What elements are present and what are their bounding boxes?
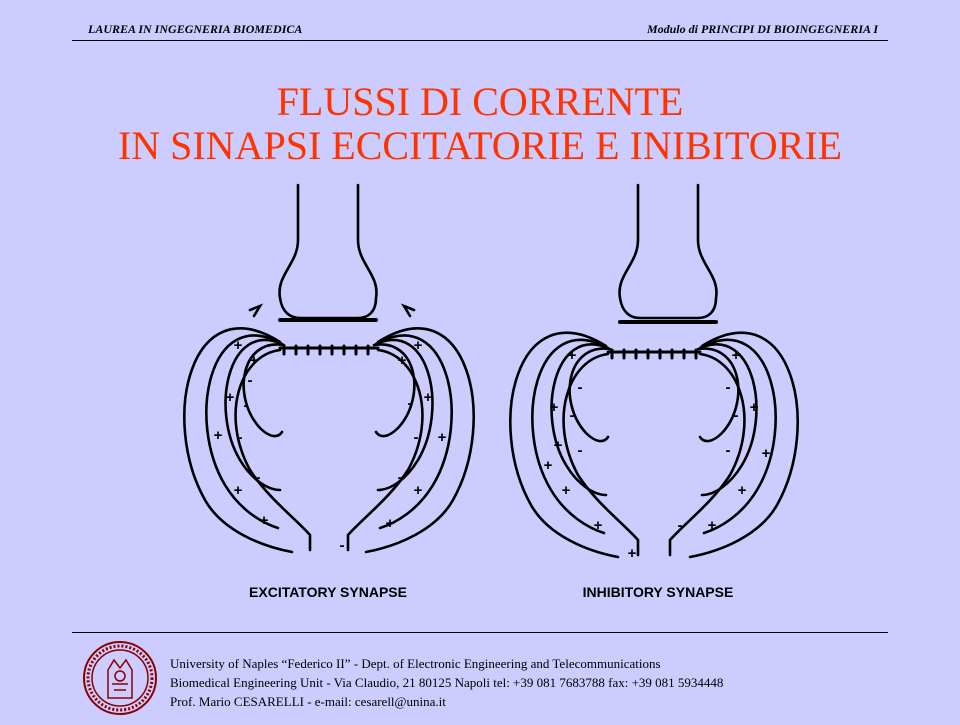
header-course-label: LAUREA IN INGEGNERIA BIOMEDICA: [88, 22, 303, 36]
inhibitory-field-line: [531, 338, 608, 535]
minus-sign: -: [256, 469, 261, 486]
excitatory-field-line: [183, 327, 294, 554]
plus-sign: +: [214, 427, 223, 444]
minus-sign: -: [726, 379, 731, 396]
excitatory-field-line: [242, 343, 286, 438]
inhibitory-field-line: [700, 338, 777, 535]
plus-sign: +: [234, 337, 243, 354]
university-seal: [80, 640, 160, 720]
plus-sign: +: [762, 445, 771, 462]
minus-sign: -: [414, 429, 419, 446]
plus-sign: +: [708, 517, 717, 534]
inhibitory-synapse-diagram: [509, 183, 799, 559]
inhibitory-postsynaptic-membrane: [606, 348, 702, 360]
inhibitory-field-line: [698, 343, 758, 497]
excitatory-postsynaptic-membrane-right: [346, 348, 424, 552]
excitatory-presynaptic-terminal: [278, 183, 378, 320]
excitatory-field-line: [205, 334, 282, 530]
excitatory-flow-arrow: [400, 303, 416, 318]
plus-sign: +: [594, 517, 603, 534]
excitatory-flow-arrow: [248, 303, 264, 318]
header-module-label: Modulo di PRINCIPI DI BIOINGEGNERIA I: [646, 22, 878, 36]
minus-sign: -: [570, 407, 575, 424]
plus-sign: +: [250, 352, 259, 369]
excitatory-postsynaptic-membrane: [278, 344, 380, 356]
plus-sign: +: [438, 429, 447, 446]
plus-sign: +: [414, 482, 423, 499]
inhibitory-field-line: [509, 331, 620, 559]
plus-sign: +: [550, 399, 559, 416]
excitatory-field-line: [364, 327, 475, 554]
plus-sign: +: [732, 347, 741, 364]
minus-sign: -: [726, 442, 731, 459]
excitatory-field-line: [372, 343, 416, 438]
minus-sign: -: [408, 395, 413, 412]
plus-sign: +: [628, 545, 637, 562]
synapse-current-figure: + + + + + + + + + + + + - - - - - - - - …: [160, 180, 820, 610]
minus-sign: -: [734, 407, 739, 424]
plus-sign: +: [386, 515, 395, 532]
plus-sign: +: [234, 482, 243, 499]
plus-sign: +: [226, 389, 235, 406]
footer-professor-line: Prof. Mario CESARELLI - e-mail: cesarell…: [170, 694, 446, 709]
excitatory-field-line: [374, 338, 434, 492]
slide-header: LAUREA IN INGEGNERIA BIOMEDICA Modulo di…: [72, 14, 888, 41]
inhibitory-field-line: [568, 347, 612, 443]
inhibitory-presynaptic-terminal: [618, 183, 718, 320]
plus-sign: +: [738, 482, 747, 499]
plus-sign: +: [414, 337, 423, 354]
plus-sign: +: [554, 437, 563, 454]
excitatory-synapse-diagram: [183, 183, 475, 554]
excitatory-postsynaptic-membrane-left: [234, 348, 312, 552]
inhibitory-field-line: [696, 347, 740, 443]
minus-sign: -: [244, 397, 249, 414]
plus-sign: +: [398, 352, 407, 369]
title-line-2: IN SINAPSI ECCITATORIE E INIBITORIE: [117, 123, 843, 168]
plus-sign: +: [424, 389, 433, 406]
footer-university-line: University of Naples “Federico II” - Dep…: [170, 656, 661, 671]
minus-sign: -: [398, 469, 403, 486]
footer-contact: University of Naples “Federico II” - Dep…: [170, 654, 930, 711]
inhibitory-caption: INHIBITORY SYNAPSE: [583, 584, 734, 600]
footer-divider: [72, 632, 888, 633]
footer-address-line: Biomedical Engineering Unit - Via Claudi…: [170, 675, 724, 690]
plus-sign: +: [562, 482, 571, 499]
plus-sign: +: [260, 512, 269, 529]
inhibitory-postsynaptic-membrane-right: [668, 352, 746, 557]
minus-sign: -: [578, 379, 583, 396]
excitatory-caption: EXCITATORY SYNAPSE: [249, 584, 407, 600]
slide-title: FLUSSI DI CORRENTE IN SINAPSI ECCITATORI…: [0, 80, 960, 168]
excitatory-field-line: [376, 334, 453, 530]
inhibitory-field-line: [688, 331, 799, 559]
plus-sign: +: [568, 347, 577, 364]
minus-sign: -: [578, 442, 583, 459]
plus-sign: +: [544, 457, 553, 474]
minus-sign: -: [340, 537, 345, 554]
inhibitory-field-line: [550, 343, 610, 497]
plus-sign: +: [750, 399, 759, 416]
minus-sign: -: [678, 517, 683, 534]
title-line-1: FLUSSI DI CORRENTE: [276, 79, 684, 124]
inhibitory-postsynaptic-membrane-left: [562, 352, 640, 557]
excitatory-field-line: [224, 338, 284, 492]
minus-sign: -: [248, 372, 253, 389]
minus-sign: -: [238, 429, 243, 446]
